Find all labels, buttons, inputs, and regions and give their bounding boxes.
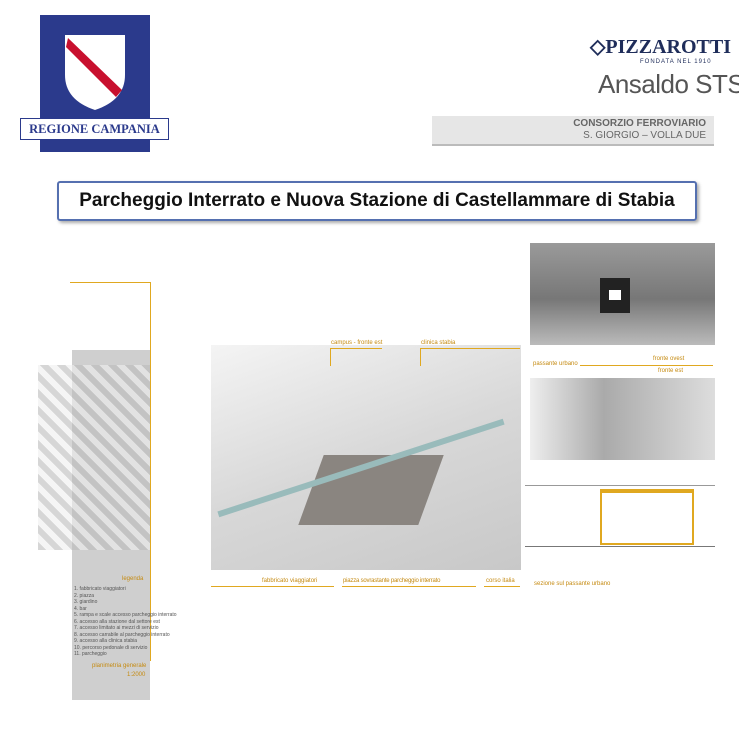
plan-scale: 1:2000 bbox=[127, 672, 146, 678]
entrance-photo bbox=[530, 243, 715, 345]
label-corso: corso italia bbox=[486, 578, 515, 584]
legend-item: 11. parcheggio bbox=[74, 651, 107, 657]
consorzio-title: CONSORZIO FERROVIARIO bbox=[573, 118, 706, 129]
plan-frame bbox=[70, 282, 151, 661]
consorzio-sub: S. GIORGIO – VOLLA DUE bbox=[583, 130, 706, 141]
plan-caption: planimetria generale bbox=[92, 663, 147, 669]
elevation-render bbox=[530, 378, 715, 460]
page-title: Parcheggio Interrato e Nuova Stazione di… bbox=[57, 181, 697, 221]
legend-item: 8. accesso carrabile al parcheggio inter… bbox=[74, 631, 170, 638]
ground-line bbox=[525, 546, 715, 547]
ansaldo-logo: Ansaldo STS bbox=[598, 69, 739, 99]
aerial-render bbox=[211, 345, 521, 570]
section-structure bbox=[600, 489, 694, 545]
legend-item: 6. accesso alla stazione dal settore est bbox=[74, 618, 160, 625]
legend-item: 4. bar bbox=[74, 605, 87, 612]
label-passante: passante urbano bbox=[533, 361, 578, 367]
label-piazza: piazza sovrastante parcheggio interrato bbox=[343, 578, 441, 584]
legend-list: 1. fabbricato viaggiatori 2. piazza 3. g… bbox=[74, 586, 177, 658]
pizzarotti-sub: FONDATA NEL 1910 bbox=[640, 59, 712, 65]
shield-icon bbox=[65, 35, 125, 110]
label-section: sezione sul passante urbano bbox=[534, 581, 611, 587]
legend-item: 9. accesso alla clinica stabia bbox=[74, 638, 138, 644]
legend-item: 2. piazza bbox=[74, 592, 95, 599]
legend-item: 3. giardino bbox=[74, 599, 98, 605]
region-label: REGIONE CAMPANIA bbox=[20, 118, 169, 140]
label-fronte-est: fronte est bbox=[658, 368, 684, 374]
label-campus: campus - fronte est bbox=[331, 340, 383, 346]
label-fronte-ovest: fronte ovest bbox=[653, 356, 685, 362]
label-clinica: clinica stabia bbox=[421, 340, 456, 346]
legend-item: 10. percorso pedonale di servizio bbox=[74, 644, 148, 651]
section-drawing bbox=[525, 485, 715, 566]
legend-title: legenda bbox=[122, 576, 144, 582]
pizzarotti-logo: ◇PIZZAROTTI bbox=[590, 36, 731, 58]
consorzio-box: CONSORZIO FERROVIARIO S. GIORGIO – VOLLA… bbox=[432, 116, 714, 146]
label-fabbricato: fabbricato viaggiatori bbox=[262, 578, 318, 584]
legend-item: 7. accesso limitato ai mezzi di servizio bbox=[74, 625, 159, 631]
legend-item: 5. rampa e scale accesso parcheggio inte… bbox=[74, 612, 177, 618]
legend-item: 1. fabbricato viaggiatori bbox=[74, 586, 126, 592]
site-plan-drawing bbox=[38, 365, 150, 550]
entrance-opening bbox=[600, 278, 630, 313]
